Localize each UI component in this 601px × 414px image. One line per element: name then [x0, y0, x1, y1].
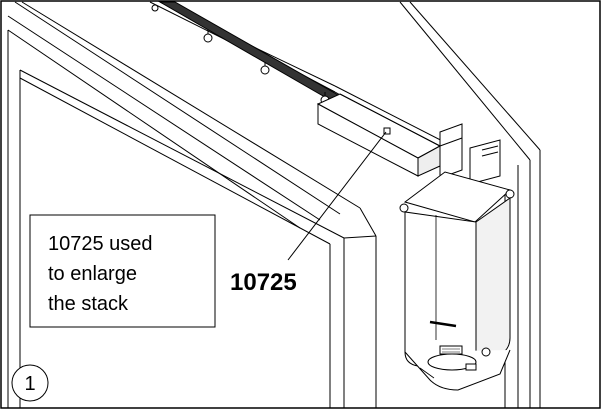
track-runners [151, 4, 330, 105]
corner-bracket [439, 123, 501, 185]
callout-line-3: the stack [48, 293, 129, 315]
callout-line-2: to enlarge [48, 263, 137, 285]
extension-block-10725 [316, 93, 442, 177]
step-number: 1 [24, 373, 35, 395]
part-label: 10725 [230, 269, 297, 296]
motor-unit [399, 171, 515, 391]
callout-box [29, 214, 216, 328]
callout-line-1: 10725 used [48, 233, 153, 255]
step-number-circle [11, 364, 49, 402]
window-frame [7, 1, 377, 408]
leader-line [287, 131, 387, 261]
